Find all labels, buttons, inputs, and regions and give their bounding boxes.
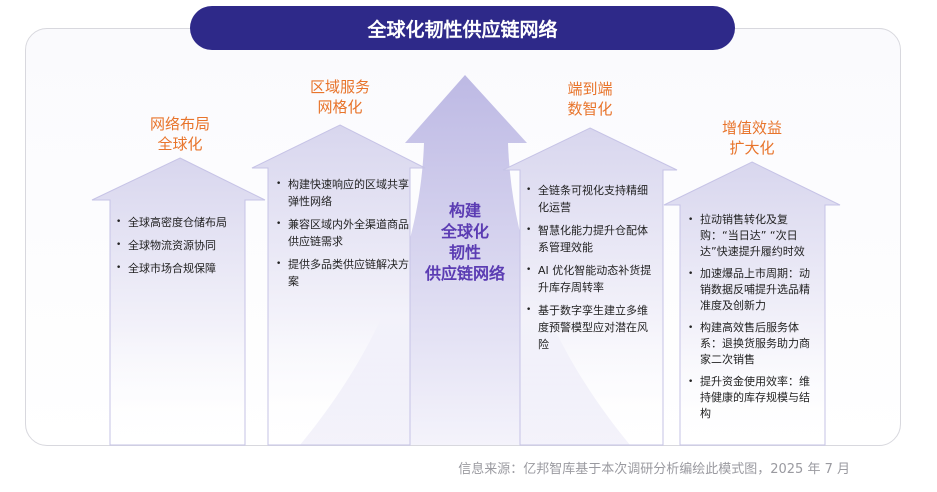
center-line: 构建 [448,201,481,220]
pillar-heading-1: 网络布局 全球化 [120,114,240,154]
heading-line: 增值效益 [721,119,782,137]
list-item: 加速爆品上市周期：动销数据反哺提升选品精准度及创新力 [688,266,820,314]
heading-line: 全球化 [157,135,203,153]
list-item: 构建高效售后服务体系：退换货服务助力商家二次销售 [688,320,820,368]
list-item: 构建快速响应的区域共享弹性网络 [276,176,410,210]
list-item: 提供多品类供应链解决方案 [276,256,410,290]
list-item: 全链条可视化支持精细化运营 [526,182,654,216]
center-line: 全球化 [440,222,489,241]
heading-line: 区域服务 [309,78,370,96]
arrow-pillar-1 [91,157,266,446]
center-line: 供应链网络 [424,264,505,283]
pillar-heading-2: 区域服务 网格化 [280,77,400,117]
list-item: 拉动销售转化及复购：“当日达” “次日达”快速提升履约时效 [688,212,820,260]
heading-line: 网络布局 [149,115,210,133]
pillar-list-2: 构建快速响应的区域共享弹性网络 兼容区域内外全渠道商品供应链需求 提供多品类供应… [276,176,410,296]
center-label: 构建 全球化 韧性 供应链网络 [405,200,525,284]
list-item: 兼容区域内外全渠道商品供应链需求 [276,216,410,250]
pillar-list-4: 拉动销售转化及复购：“当日达” “次日达”快速提升履约时效 加速爆品上市周期：动… [688,212,820,428]
title-banner: 全球化韧性供应链网络 [190,6,735,50]
list-item: 全球市场合规保障 [116,260,246,277]
source-note: 信息来源：亿邦智库基于本次调研分析编绘此模式图，2025 年 7 月 [458,462,850,477]
center-line: 韧性 [448,243,481,262]
list-item: 基于数字孪生建立多维度预警模型应对潜在风险 [526,302,654,353]
list-item: AI 优化智能动态补货提升库存周转率 [526,262,654,296]
list-item: 提升资金使用效率：维持健康的库存规模与结构 [688,374,820,422]
pillar-list-3: 全链条可视化支持精细化运营 智慧化能力提升仓配体系管理效能 AI 优化智能动态补… [526,182,654,359]
list-item: 全球物流资源协同 [116,237,246,254]
heading-line: 数智化 [567,100,613,118]
pillar-heading-4: 增值效益 扩大化 [692,118,812,158]
heading-line: 扩大化 [729,139,775,157]
list-item: 智慧化能力提升仓配体系管理效能 [526,222,654,256]
heading-line: 网格化 [317,98,363,116]
list-item: 全球高密度仓储布局 [116,214,246,231]
heading-line: 端到端 [567,80,613,98]
pillar-list-1: 全球高密度仓储布局 全球物流资源协同 全球市场合规保障 [116,214,246,283]
pillar-heading-3: 端到端 数智化 [530,79,650,119]
